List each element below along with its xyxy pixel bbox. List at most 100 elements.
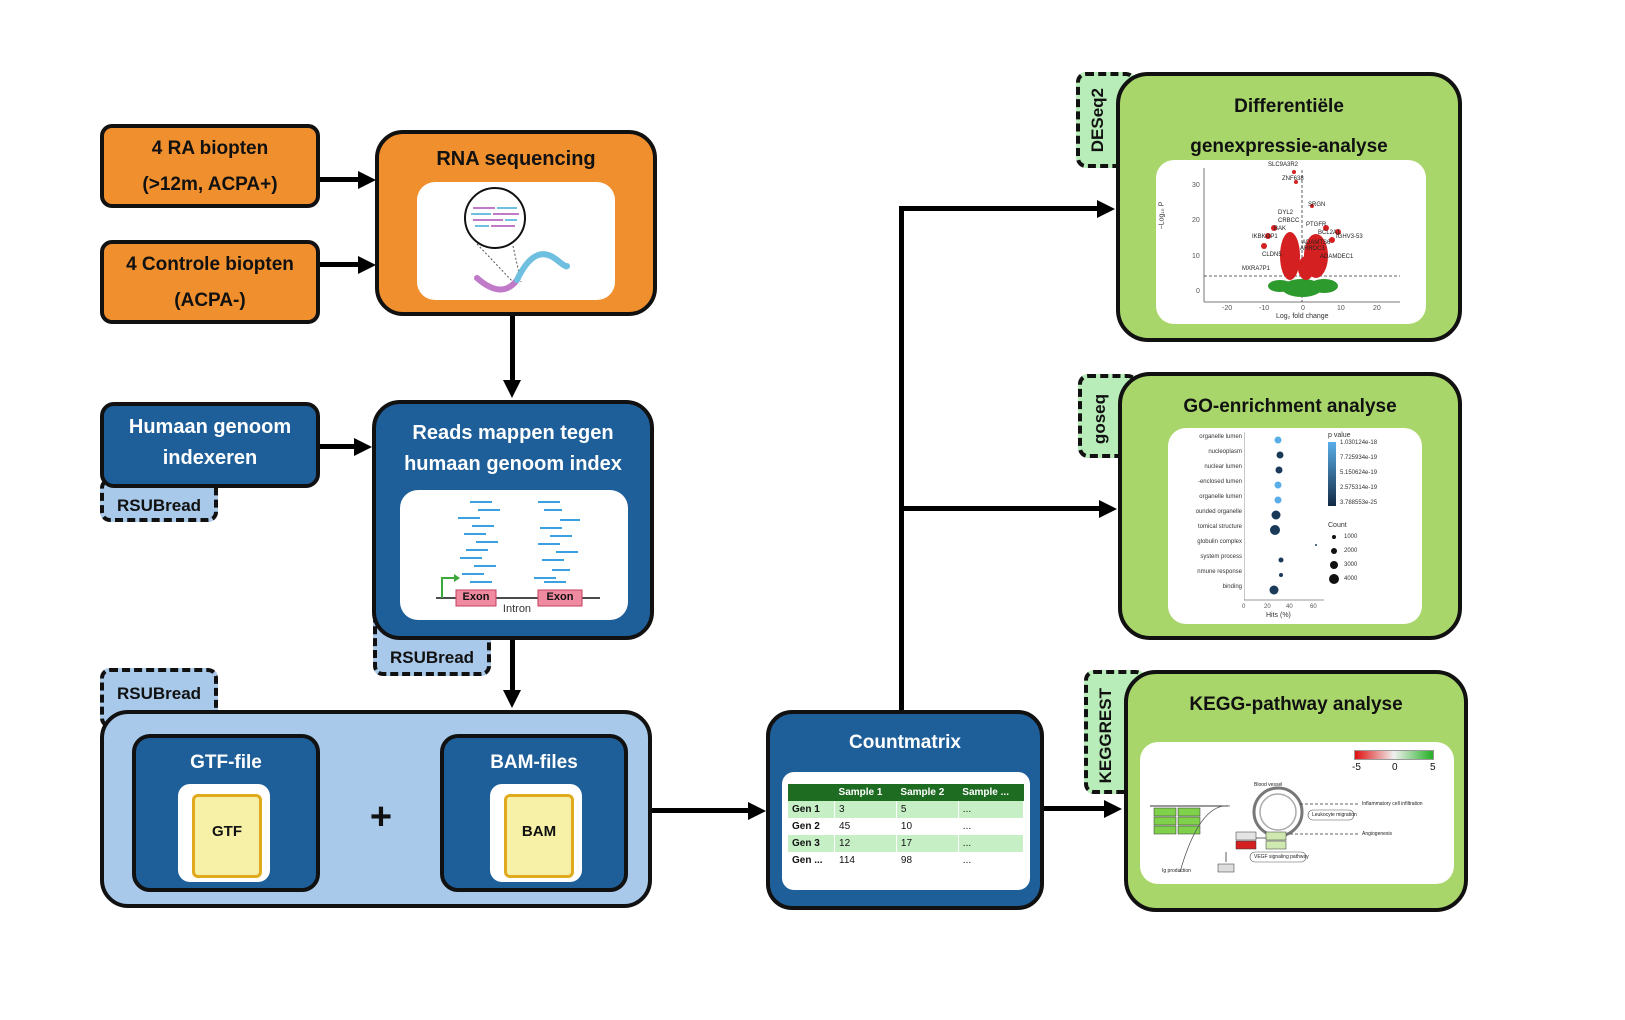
bam-files-title: BAM-files — [490, 752, 578, 773]
humaan-genoom-indexeren-box: Humaan genoom indexeren — [100, 402, 320, 488]
table-row: Gen ... 114 98 ... — [788, 852, 1025, 869]
gene-label: BCL2A1 — [1318, 230, 1341, 236]
kegg-scale-label: 0 — [1392, 762, 1398, 773]
go-term: nuclear lumen — [1204, 464, 1242, 470]
volcano-plot-panel: −Log₁₀ P Log₂ fold change -20 -10 0 10 2… — [1156, 160, 1426, 324]
gene-label: IGHV3-53 — [1336, 234, 1363, 240]
volcano-xtick: -10 — [1259, 305, 1270, 312]
arrowhead — [503, 380, 521, 398]
exon-label-2: Exon — [546, 591, 574, 603]
gene-label: SLC9A3R2 — [1268, 162, 1299, 168]
go-term: -enclosed lumen — [1197, 479, 1242, 485]
go-legend-p-title: p value — [1328, 432, 1351, 439]
connector — [1044, 806, 1106, 811]
table-header-cell: Sample ... — [958, 784, 1024, 801]
go-term: organelle lumen — [1199, 434, 1242, 440]
go-legend-p-value: 3.788553e-25 — [1340, 500, 1378, 506]
genome-index-line2: indexeren — [162, 447, 258, 469]
volcano-plot — [1203, 168, 1400, 303]
connector — [510, 316, 515, 382]
connector — [510, 640, 515, 692]
go-term: tomical structure — [1197, 524, 1242, 530]
table-row: Gen 3 12 17 ... — [788, 835, 1025, 852]
connector — [899, 206, 904, 710]
volcano-xtick: 20 — [1373, 305, 1381, 312]
go-xtick: 20 — [1264, 604, 1271, 610]
row-label: Gen 2 — [788, 818, 836, 835]
table-header-cell: Sample 2 — [896, 784, 959, 801]
gene-label: PTGFR — [1306, 222, 1327, 228]
kegg-map-panel: -5 0 5 Blood vessel Inflamm — [1140, 742, 1454, 884]
connector — [320, 444, 356, 449]
kegg-pathway-box: KEGG-pathway analyse -5 0 5 — [1124, 670, 1468, 912]
arrowhead — [1104, 800, 1122, 818]
gene-label: BAK — [1274, 226, 1287, 232]
go-enrichment-box: GO-enrichment analyse organelle lumen nu… — [1118, 372, 1462, 640]
rna-sequencing-box: RNA sequencing — [375, 130, 657, 316]
count-dot-icon — [1329, 574, 1339, 584]
kegg-pathway-map — [1150, 786, 1360, 873]
keggrest-tag-label: KEGGREST — [1096, 688, 1115, 784]
kegg-label: VEGF signaling pathway — [1254, 854, 1309, 860]
go-xtick: 60 — [1310, 604, 1317, 610]
countmatrix-box: Countmatrix Sample 1 Sample 2 Sample ...… — [766, 710, 1044, 910]
gtf-file-label: GTF — [212, 823, 242, 840]
count-dot-icon — [1330, 561, 1338, 569]
intron-label: Intron — [502, 603, 532, 615]
rsubread-tag-mapping-label: RSUBread — [389, 648, 475, 667]
ra-line2: (>12m, ACPA+) — [142, 174, 278, 195]
control-line1: 4 Controle biopten — [126, 254, 294, 275]
go-xtick: 40 — [1286, 604, 1293, 610]
go-legend-p-value: 7.725934e-19 — [1340, 455, 1378, 461]
table-header-row: Sample 1 Sample 2 Sample ... — [788, 784, 1024, 801]
arrowhead — [503, 690, 521, 708]
volcano-ytick: 30 — [1192, 182, 1200, 189]
arrowhead — [1099, 500, 1117, 518]
arrowhead — [748, 802, 766, 820]
rna-sequencing-title: RNA sequencing — [436, 148, 596, 170]
table-cell: 45 — [834, 818, 897, 835]
volcano-ytick: 20 — [1192, 217, 1200, 224]
ra-line1: 4 RA biopten — [151, 138, 269, 159]
countmatrix-title: Countmatrix — [849, 732, 961, 753]
table-cell: ... — [958, 818, 1025, 835]
input-ra-biopten: 4 RA biopten (>12m, ACPA+) — [100, 124, 320, 208]
deseq2-analysis-box: Differentiële genexpressie-analyse −Log₁… — [1116, 72, 1462, 342]
bam-file-icon: BAM — [504, 794, 574, 878]
gene-label: ADAMTS6 — [1302, 240, 1331, 246]
gene-label: CLDN5 — [1262, 252, 1282, 258]
arrowhead — [358, 171, 376, 189]
arrowhead — [358, 256, 376, 274]
goseq-tag-label: goseq — [1090, 394, 1109, 445]
go-term: nucleoplasm — [1208, 449, 1242, 455]
table-cell: 98 — [896, 852, 959, 869]
gene-label: ADAMDEC1 — [1320, 254, 1354, 260]
genome-index-line1: Humaan genoom — [128, 416, 292, 438]
rna-wave-icon — [464, 187, 570, 293]
deseq2-line2: genexpressie-analyse — [1190, 136, 1388, 157]
input-controle-biopten: 4 Controle biopten (ACPA-) — [100, 240, 320, 324]
volcano-xtick: 0 — [1301, 305, 1305, 312]
control-line2: (ACPA-) — [174, 290, 246, 311]
exon-label-1: Exon — [462, 591, 490, 603]
table-cell: 10 — [896, 818, 959, 835]
volcano-xtick: -20 — [1222, 305, 1233, 312]
go-pvalue-colorbar — [1328, 442, 1336, 506]
rna-sequencing-illustration — [417, 182, 615, 300]
gtf-file-title: GTF-file — [190, 752, 262, 773]
go-legend-p-value: 1.030124e-18 — [1340, 440, 1378, 446]
go-term: organelle lumen — [1199, 494, 1242, 500]
volcano-ylabel: −Log₁₀ P — [1158, 201, 1166, 230]
connector — [320, 177, 360, 182]
gtf-file-icon: GTF — [192, 794, 262, 878]
volcano-xlabel: Log₂ fold change — [1276, 313, 1329, 320]
go-enrichment-title: GO-enrichment analyse — [1183, 396, 1397, 417]
kegg-label: Leukocyte migration — [1312, 812, 1357, 818]
connector — [899, 506, 1101, 511]
go-dotplot — [1244, 432, 1324, 601]
gene-label: IKBKOP1 — [1252, 234, 1278, 240]
bam-file-label: BAM — [521, 823, 557, 840]
mapping-line2: humaan genoom index — [404, 453, 622, 475]
table-cell: 114 — [834, 852, 897, 869]
go-legend-count: 4000 — [1344, 576, 1358, 582]
